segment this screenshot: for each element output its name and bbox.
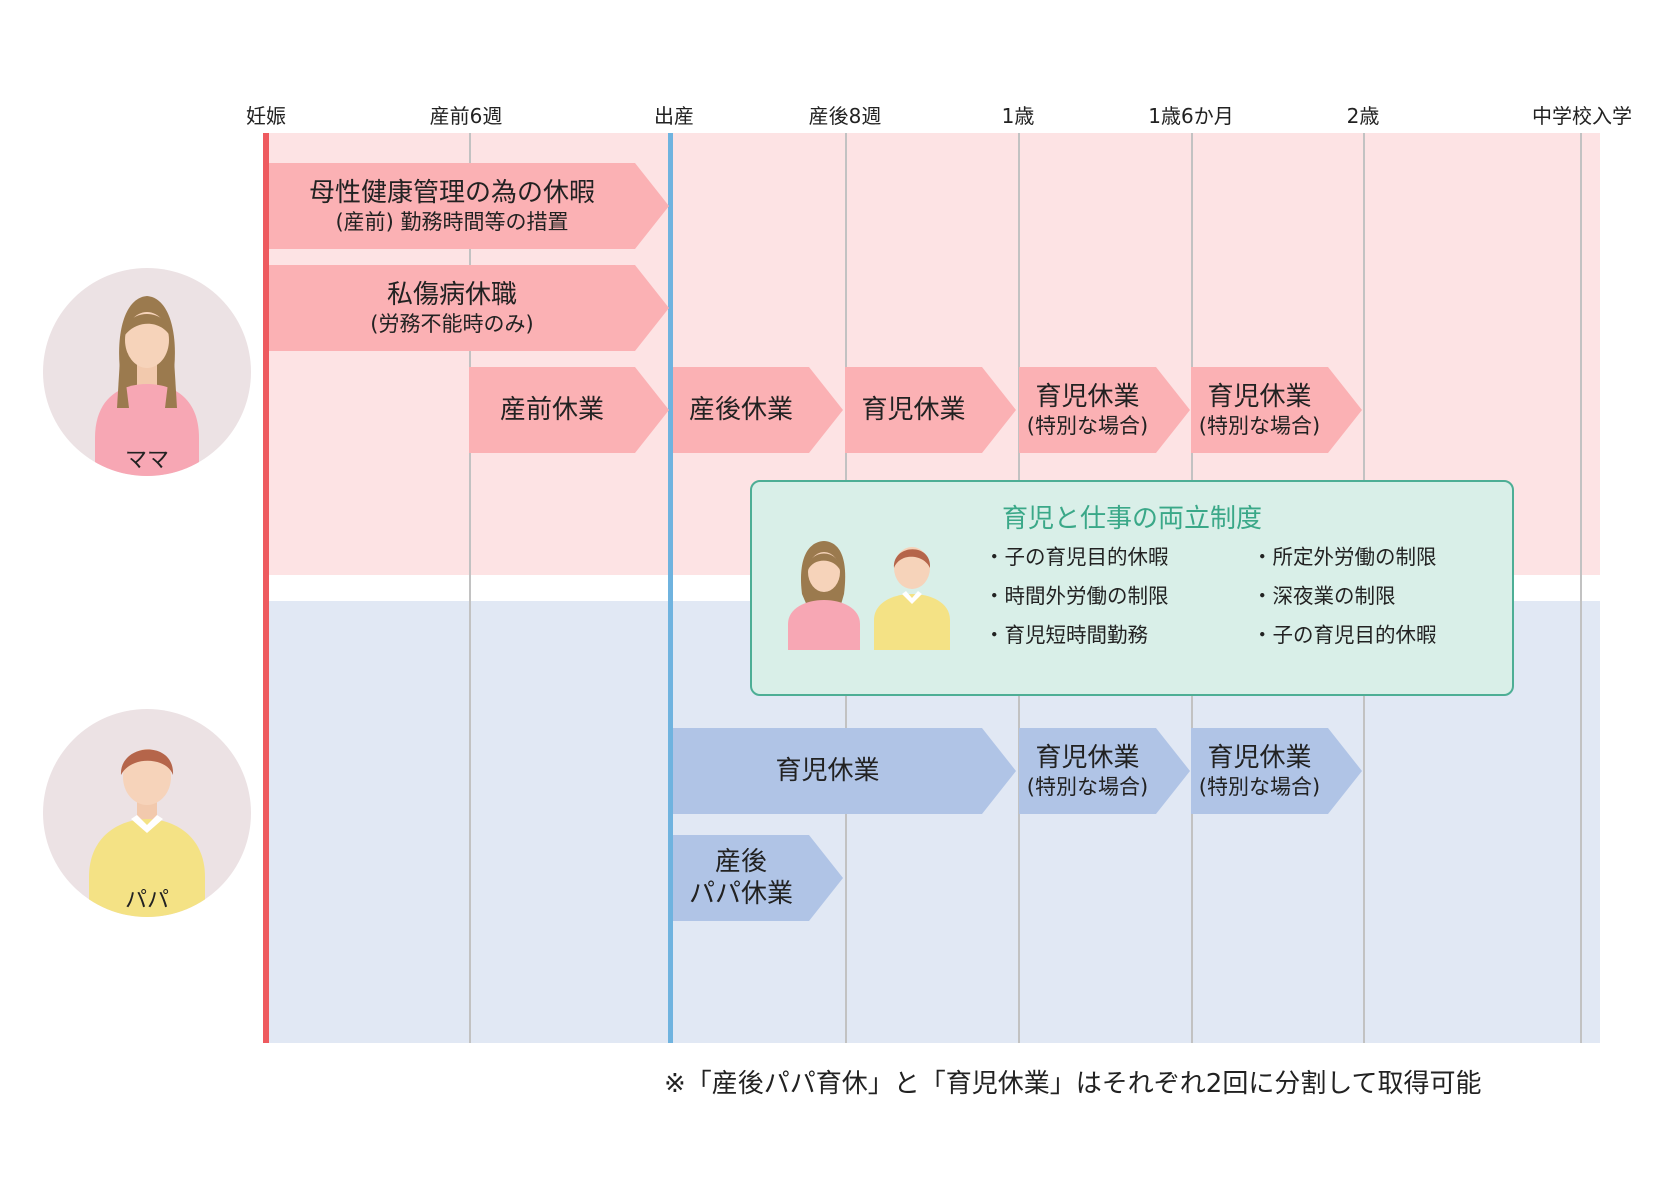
bar-maternal-health-leave: 母性健康管理の為の休暇 (産前) 勤務時間等の措置 xyxy=(269,163,669,249)
bar-papa-childcare-leave: 育児休業 xyxy=(673,728,1016,814)
work-childcare-support-panel: 育児と仕事の両立制度 子の育児目的休暇 時間外労働の制限 育児短時間勤務 所定外… xyxy=(750,480,1514,696)
bar-main-text: 私傷病休職 xyxy=(386,279,517,310)
bar-prenatal-leave: 産前休業 xyxy=(469,367,669,453)
bar-main-text: 育児休業 xyxy=(775,755,880,786)
papa-label: パパ xyxy=(124,888,170,913)
bar-main-text: 産前休業 xyxy=(499,394,604,425)
list-item: 時間外労働の制限 xyxy=(984,577,1169,616)
bar-postnatal-leave: 産後休業 xyxy=(673,367,843,453)
bar-postnatal-papa-leave: 産後 パパ休業 xyxy=(673,835,843,921)
birth-line xyxy=(668,133,673,1043)
list-item: 育児短時間勤務 xyxy=(984,616,1169,655)
gridline-prenatal-6w xyxy=(469,133,471,1043)
bar-mama-childcare-leave-special-1: 育児休業 (特別な場合) xyxy=(1019,367,1190,453)
support-list-right: 所定外労働の制限 深夜業の制限 子の育児目的休暇 xyxy=(1252,538,1437,655)
list-item: 深夜業の制限 xyxy=(1252,577,1437,616)
bar-mama-childcare-leave: 育児休業 xyxy=(845,367,1016,453)
list-item: 子の育児目的休暇 xyxy=(984,538,1169,577)
list-item: 子の育児目的休暇 xyxy=(1252,616,1437,655)
woman-icon xyxy=(95,296,199,476)
gridline-junior-high xyxy=(1580,133,1582,1043)
tick-junior-high: 中学校入学 xyxy=(1532,104,1632,128)
footnote: ※「産後パパ育休」と「育児休業」はそれぞれ2回に分割して取得可能 xyxy=(664,1069,1482,1099)
bar-main-text: 育児休業 xyxy=(1035,742,1140,773)
bar-main-text: 母性健康管理の為の休暇 xyxy=(308,177,595,208)
panel-title: 育児と仕事の両立制度 xyxy=(1001,504,1262,534)
bar-sub-text: (特別な場合) xyxy=(1026,775,1149,800)
tick-pregnancy: 妊娠 xyxy=(246,104,286,128)
pregnancy-line xyxy=(263,133,269,1043)
tick-1y: 1歳 xyxy=(1001,104,1035,128)
bar-main-text: 育児休業 xyxy=(1207,381,1312,412)
bar-sub-text: (特別な場合) xyxy=(1198,775,1321,800)
bar-sub-text: (特別な場合) xyxy=(1026,414,1149,439)
bar-sub-text: (産前) 勤務時間等の措置 xyxy=(335,210,569,235)
mama-avatar xyxy=(43,268,251,476)
support-list-left: 子の育児目的休暇 時間外労働の制限 育児短時間勤務 xyxy=(984,538,1169,655)
bar-main-text-line2: パパ休業 xyxy=(688,879,793,909)
bar-sub-text: (特別な場合) xyxy=(1198,414,1321,439)
bar-main-text: 育児休業 xyxy=(861,394,966,425)
tick-2y: 2歳 xyxy=(1346,104,1380,128)
couple-icon xyxy=(788,541,950,650)
bar-sub-text: (労務不能時のみ) xyxy=(370,312,534,337)
tick-postnatal-8w: 産後8週 xyxy=(808,104,882,128)
bar-papa-childcare-leave-special-2: 育児休業 (特別な場合) xyxy=(1191,728,1362,814)
bar-main-text: 産後 xyxy=(714,846,767,877)
mama-label: ママ xyxy=(124,448,170,473)
man-icon xyxy=(89,749,205,917)
bar-main-text: 育児休業 xyxy=(1035,381,1140,412)
tick-birth: 出産 xyxy=(654,104,694,128)
tick-1y6m: 1歳6か月 xyxy=(1148,104,1234,128)
bar-main-text: 育児休業 xyxy=(1207,742,1312,773)
bar-main-text: 産後休業 xyxy=(688,394,793,425)
bar-papa-childcare-leave-special-1: 育児休業 (特別な場合) xyxy=(1019,728,1190,814)
bar-sick-leave: 私傷病休職 (労務不能時のみ) xyxy=(269,265,669,351)
list-item: 所定外労働の制限 xyxy=(1252,538,1437,577)
papa-avatar xyxy=(43,709,251,917)
tick-prenatal-6w: 産前6週 xyxy=(429,104,503,128)
bar-mama-childcare-leave-special-2: 育児休業 (特別な場合) xyxy=(1191,367,1362,453)
